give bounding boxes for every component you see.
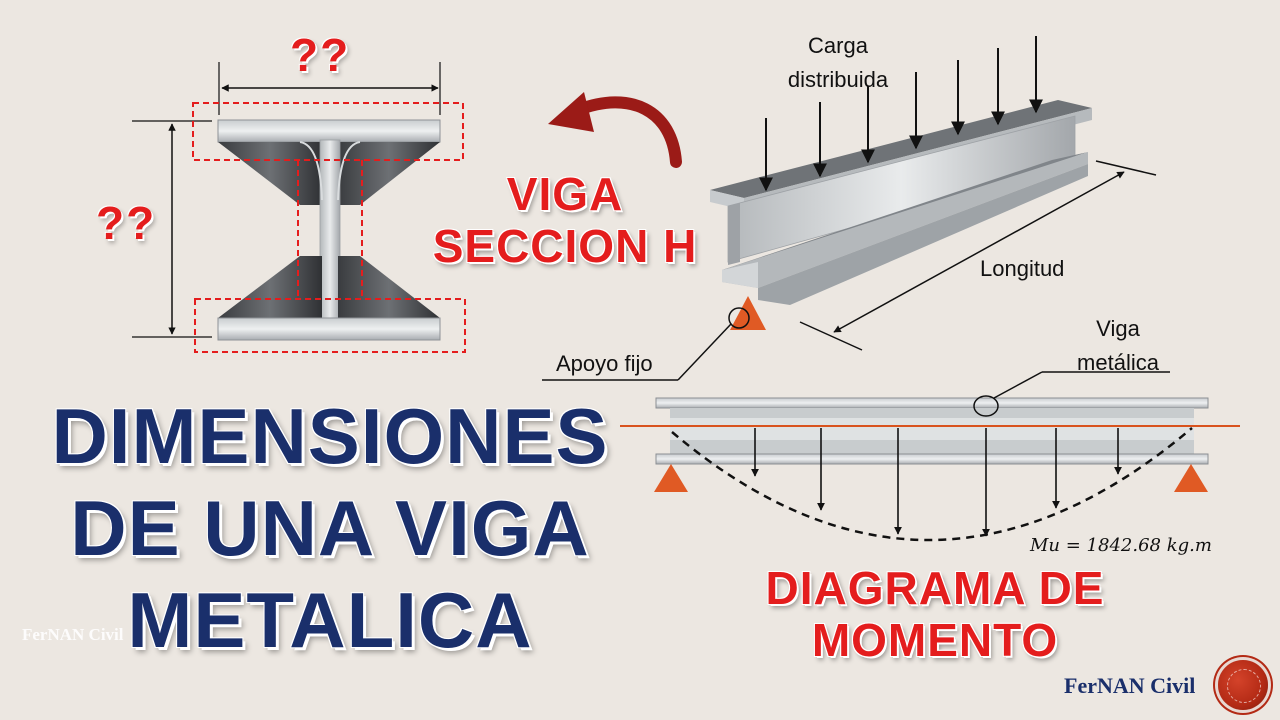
main-title-line1: DIMENSIONES — [51, 392, 609, 480]
distributed-load-label-line2: distribuida — [787, 67, 889, 92]
length-dimension — [799, 160, 1157, 351]
top-left-fillet — [218, 142, 322, 205]
web-top-curve-r — [337, 141, 361, 201]
moment-formula: Mu = 1842.68 kg.m — [1030, 535, 1212, 556]
diagram-title-line2: MOMENTO — [811, 614, 1059, 666]
metal-beam-label: Viga metálica — [1058, 312, 1178, 380]
main-title-line3: METALICA — [127, 576, 533, 664]
section-title: VIGA SECCION H — [400, 168, 730, 272]
moment-diagram — [620, 371, 1240, 542]
metal-beam-label-line2: metálica — [1077, 350, 1159, 375]
fixed-support-label: Apoyo fijo — [556, 351, 653, 376]
height-unknown-label: ?? — [96, 197, 157, 249]
brand-name: FerNAN Civil — [1064, 673, 1196, 698]
web-top-curve — [299, 141, 323, 201]
distributed-load-label-line1: Carga — [808, 33, 868, 58]
section-title-line2: SECCION H — [432, 220, 698, 272]
diagram-beam-top-flange — [655, 397, 1209, 409]
main-title: DIMENSIONES DE UNA VIGA METALICA — [0, 390, 660, 666]
bottom-right-fillet — [338, 256, 440, 318]
distributed-load-label: Carga distribuida — [768, 29, 908, 97]
triangle-support-icon — [542, 296, 766, 381]
beam-web-shade — [728, 203, 740, 265]
main-title-line2: DE UNA VIGA — [70, 484, 590, 572]
top-flange — [217, 119, 441, 143]
bottom-left-fillet — [218, 256, 322, 318]
top-flange-highlight — [192, 102, 464, 161]
metal-beam-label-line1: Viga — [1096, 316, 1140, 341]
diagram-beam-bottom-flange — [655, 453, 1209, 465]
bottom-flange-highlight — [194, 298, 466, 353]
distributed-load-arrows — [759, 36, 1043, 192]
bottom-flange — [217, 317, 441, 341]
h-section-drawing — [132, 62, 466, 353]
left-support-icon — [654, 464, 688, 492]
section-title-line1: VIGA — [506, 168, 624, 220]
web — [319, 139, 341, 321]
brand-seal-icon — [1218, 660, 1268, 710]
diagram-title-line1: DIAGRAMA DE — [765, 562, 1105, 614]
moment-curve — [671, 427, 1193, 542]
watermark-text: FerNAN Civil — [22, 625, 124, 644]
brand-seal-ring — [1227, 669, 1261, 703]
beam-bottom-flange-end — [722, 262, 758, 288]
diagram-beam-web-band — [670, 418, 1194, 440]
right-support-icon — [1174, 464, 1208, 492]
curved-arrow-icon — [548, 92, 682, 168]
top-right-fillet — [338, 142, 440, 205]
diagram-title: DIAGRAMA DE MOMENTO — [700, 562, 1170, 666]
length-label: Longitud — [980, 256, 1065, 281]
width-unknown-label: ?? — [290, 29, 351, 81]
